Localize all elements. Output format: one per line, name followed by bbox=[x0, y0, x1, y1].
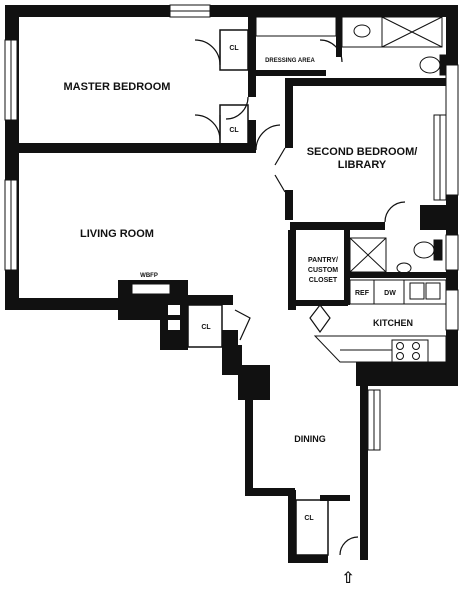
kitchen-fixtures bbox=[313, 279, 447, 363]
pantry-label-line3: CLOSET bbox=[309, 277, 338, 284]
living-room-label: LIVING ROOM bbox=[80, 228, 154, 240]
fireplace-label: WBFP bbox=[140, 273, 158, 279]
dining-label: DINING bbox=[294, 434, 326, 444]
closet-label: CL bbox=[201, 324, 211, 331]
closet-label: CL bbox=[229, 127, 239, 134]
second-bedroom-label-line2: LIBRARY bbox=[338, 159, 387, 171]
dressing-area-closet bbox=[255, 16, 337, 37]
pantry-label-line1: PANTRY/ bbox=[308, 257, 338, 264]
entry-arrow-icon: ⇧ bbox=[341, 570, 354, 587]
closet-label: CL bbox=[304, 515, 314, 522]
closets bbox=[187, 29, 329, 556]
fixture-labels: CL CL CL CL WBFP REF DW bbox=[140, 45, 396, 522]
kitchen-label: KITCHEN bbox=[373, 318, 413, 328]
master-bath bbox=[341, 16, 447, 76]
room-labels: MASTER BEDROOM SECOND BEDROOM/ LIBRARY L… bbox=[64, 58, 418, 444]
master-bedroom-label: MASTER BEDROOM bbox=[64, 81, 171, 93]
pantry-label-line2: CUSTOM bbox=[308, 267, 338, 274]
closet-label: CL bbox=[229, 45, 239, 52]
dressing-area-label: DRESSING AREA bbox=[265, 58, 315, 64]
fireplace bbox=[131, 283, 180, 330]
dishwasher-label: DW bbox=[384, 290, 396, 297]
doors bbox=[194, 39, 406, 556]
second-bedroom-label-line1: SECOND BEDROOM/ bbox=[307, 146, 418, 158]
second-bath bbox=[349, 237, 443, 274]
refrigerator-label: REF bbox=[355, 290, 370, 297]
windows bbox=[4, 4, 459, 451]
